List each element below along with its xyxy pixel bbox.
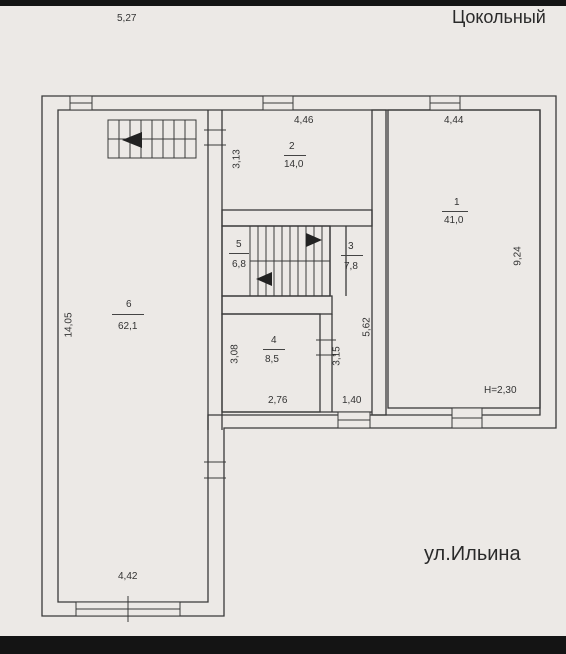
room6-number: 6 (126, 299, 132, 310)
room2-divider (284, 155, 306, 156)
stair-arrow-right (306, 233, 322, 247)
stair-top-left (107, 119, 197, 159)
room6-length: 14,05 (63, 312, 75, 338)
street-label: ул.Ильина (424, 543, 521, 565)
room4-length: 3,08 (229, 344, 241, 364)
room1-divider (442, 211, 468, 212)
ceiling-height: H=2,30 (484, 385, 517, 396)
room2-width: 4,46 (294, 115, 314, 126)
room2-area: 14,0 (284, 159, 304, 170)
room3-divider (341, 255, 363, 256)
room2-length: 3,13 (231, 149, 243, 169)
outer-wall-outer (41, 95, 557, 617)
room4-width: 2,76 (268, 395, 288, 406)
photo-frame-top (0, 0, 566, 6)
room2-number: 2 (289, 141, 295, 152)
wall-room4 (221, 295, 333, 315)
wall-room2-bottom (221, 209, 373, 227)
room5-area: 6,8 (232, 259, 246, 270)
room4-number: 4 (271, 335, 277, 346)
room3-area: 7,8 (344, 261, 358, 272)
room3-length: 5,62 (361, 317, 373, 337)
room1-length: 9,24 (512, 246, 524, 266)
room6-area: 62,1 (118, 321, 138, 332)
room3-number: 3 (348, 241, 354, 252)
floor-label: Цокольный (452, 7, 546, 27)
room6-divider (112, 314, 144, 315)
outer-wall-inner (57, 109, 541, 603)
wall-room1 (371, 109, 387, 416)
room6-width: 4,42 (118, 571, 138, 582)
room5-divider (229, 253, 249, 254)
room3-width: 1,40 (342, 395, 362, 406)
stair-arrow-left-top (122, 132, 142, 148)
room1-number: 1 (454, 197, 460, 208)
room4-divider (263, 349, 285, 350)
room1-width: 4,44 (444, 115, 464, 126)
stair-arrow-left-bottom (256, 272, 272, 286)
photo-frame-bottom (0, 636, 566, 654)
room1-area: 41,0 (444, 215, 464, 226)
room5-number: 5 (236, 239, 242, 250)
room4-side: 3,15 (331, 346, 343, 366)
stair-room5-steps (249, 226, 330, 296)
room4-area: 8,5 (265, 354, 279, 365)
top-dimension: 5,27 (117, 13, 137, 24)
